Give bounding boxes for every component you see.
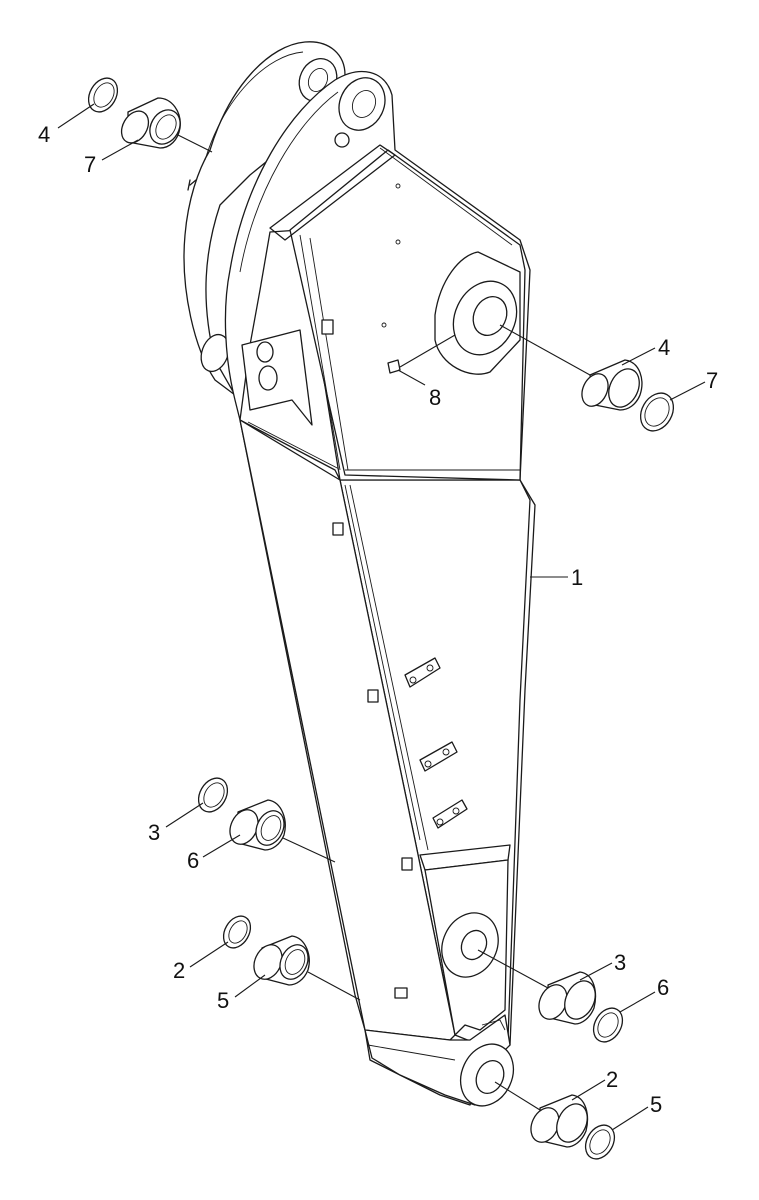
- callout-3-right: 3: [614, 950, 626, 975]
- callout-labels: 4 7 4 7 8 1 3 6 2 5 3 6 2 5: [38, 122, 718, 1117]
- bushing-2-right: [530, 1094, 589, 1148]
- callout-6-right: 6: [657, 975, 669, 1000]
- callout-3-left: 3: [148, 820, 160, 845]
- callout-1: 1: [571, 565, 583, 590]
- boom-body: [239, 419, 536, 1107]
- callout-2-right: 2: [606, 1067, 618, 1092]
- callout-4-top: 4: [38, 122, 50, 147]
- seal-ring-3-left: [197, 777, 229, 813]
- bushing-7-top: [120, 97, 181, 149]
- callout-2-left: 2: [173, 958, 185, 983]
- seal-ring-2-left: [222, 915, 252, 949]
- callout-5-left: 5: [217, 988, 229, 1013]
- seal-ring-6-right: [592, 1007, 624, 1043]
- callout-8: 8: [429, 385, 441, 410]
- seal-ring-4-top: [87, 77, 119, 113]
- callout-7-right: 7: [706, 368, 718, 393]
- bushing-5-left: [253, 935, 310, 986]
- boom-front-foot-plate: [224, 71, 531, 481]
- bushing-3-right: [538, 971, 597, 1025]
- bushing-4-right: [581, 359, 643, 411]
- assembly-lines: [177, 134, 591, 1111]
- callout-5-right: 5: [650, 1092, 662, 1117]
- callout-7-top: 7: [84, 152, 96, 177]
- callout-6-left: 6: [187, 848, 199, 873]
- callout-4-right: 4: [658, 335, 670, 360]
- seal-ring-5-right: [584, 1124, 616, 1160]
- seal-ring-7-right: [639, 392, 675, 432]
- bushing-6-left: [229, 799, 286, 851]
- callout-leaders: [57, 103, 706, 1131]
